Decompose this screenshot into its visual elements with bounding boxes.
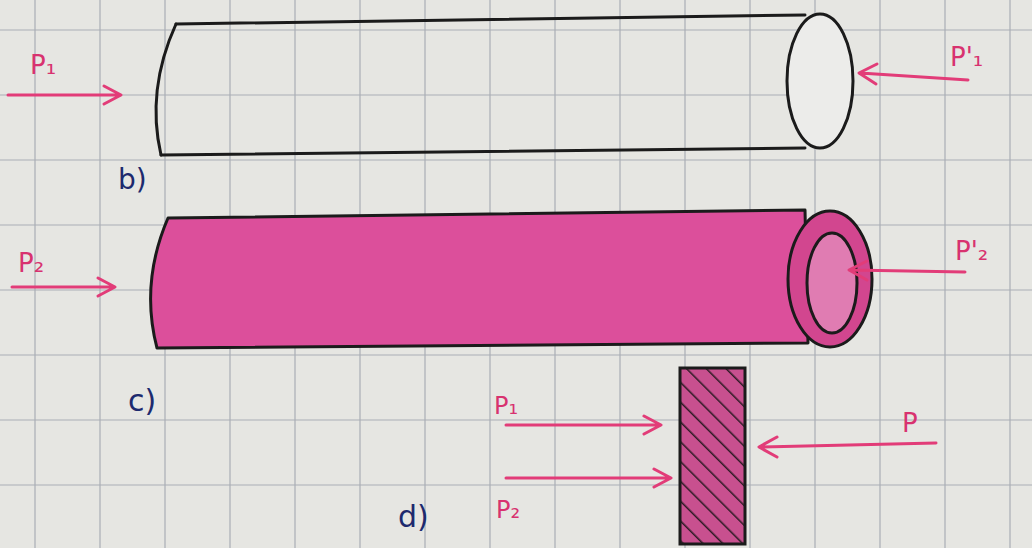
cylinder-outline: [161, 15, 805, 155]
force-arrow: [12, 278, 115, 296]
hollow-tube: [151, 210, 872, 348]
force-arrow: [759, 437, 936, 457]
figure-label: c): [128, 386, 156, 416]
figure-label: d): [398, 502, 429, 532]
tube-face: [788, 211, 872, 347]
force-label: P'₁: [950, 44, 983, 70]
force-arrows: [8, 64, 968, 487]
cylinder-end: [156, 24, 176, 155]
tube-bore: [807, 233, 857, 333]
solid-cylinder: [156, 14, 853, 155]
force-label: P'₂: [955, 238, 988, 264]
force-arrow: [506, 416, 661, 434]
tube-body: [151, 210, 808, 348]
figure-label: b): [118, 166, 147, 194]
force-label: P₂: [18, 250, 44, 276]
force-label: P: [902, 410, 918, 436]
force-label: P₁: [30, 52, 56, 78]
hatched-section: [680, 368, 745, 544]
cylinder-face: [787, 14, 853, 148]
force-arrow: [849, 261, 965, 280]
force-arrow: [8, 86, 121, 104]
force-label: P₁: [494, 394, 518, 418]
force-label: P₂: [496, 498, 520, 522]
force-arrow: [506, 469, 671, 487]
